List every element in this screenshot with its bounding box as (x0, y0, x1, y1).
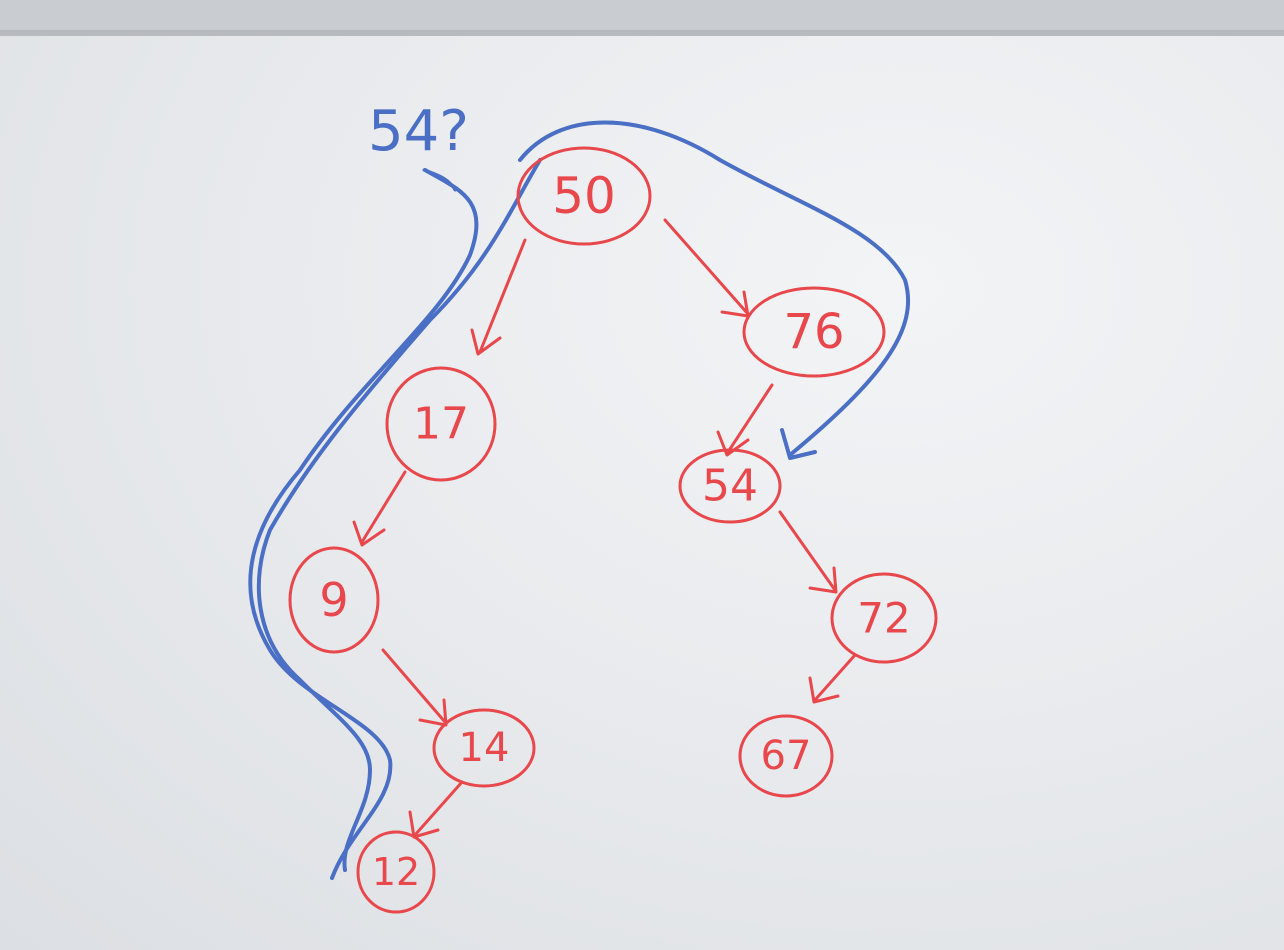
node-72-label: 72 (857, 594, 910, 643)
edge-9-14 (381, 648, 448, 727)
edge-50-76 (663, 218, 750, 318)
edge-76-54 (716, 383, 774, 457)
node-54: 54 (678, 448, 782, 524)
node-67: 67 (738, 714, 834, 798)
node-9-label: 9 (319, 573, 348, 627)
node-12-label: 12 (372, 850, 420, 894)
tree-nodes: 50 17 76 9 54 14 (288, 146, 938, 914)
search-question: 54? (368, 99, 469, 164)
node-50-label: 50 (552, 167, 616, 225)
node-17: 17 (385, 366, 497, 482)
edge-72-67 (808, 653, 857, 704)
node-9: 9 (288, 546, 380, 654)
edge-14-12 (408, 780, 464, 839)
node-76-label: 76 (783, 304, 844, 360)
node-67-label: 67 (761, 733, 812, 779)
edge-50-17 (470, 238, 527, 356)
node-76: 76 (742, 286, 886, 378)
search-path-left (248, 168, 479, 880)
search-path-left-inner (256, 158, 542, 872)
board-frame-edge (0, 30, 1284, 36)
edge-54-72 (778, 510, 838, 594)
node-50: 50 (516, 146, 652, 246)
node-14-label: 14 (459, 725, 510, 771)
question-squiggle (422, 168, 457, 192)
edge-17-9 (352, 470, 407, 547)
node-54-label: 54 (702, 461, 758, 512)
node-14: 14 (432, 708, 536, 788)
search-path-arrowhead (780, 428, 817, 460)
node-17-label: 17 (413, 399, 469, 450)
node-12: 12 (356, 830, 436, 914)
node-72: 72 (830, 572, 938, 664)
search-path-right (518, 120, 911, 457)
